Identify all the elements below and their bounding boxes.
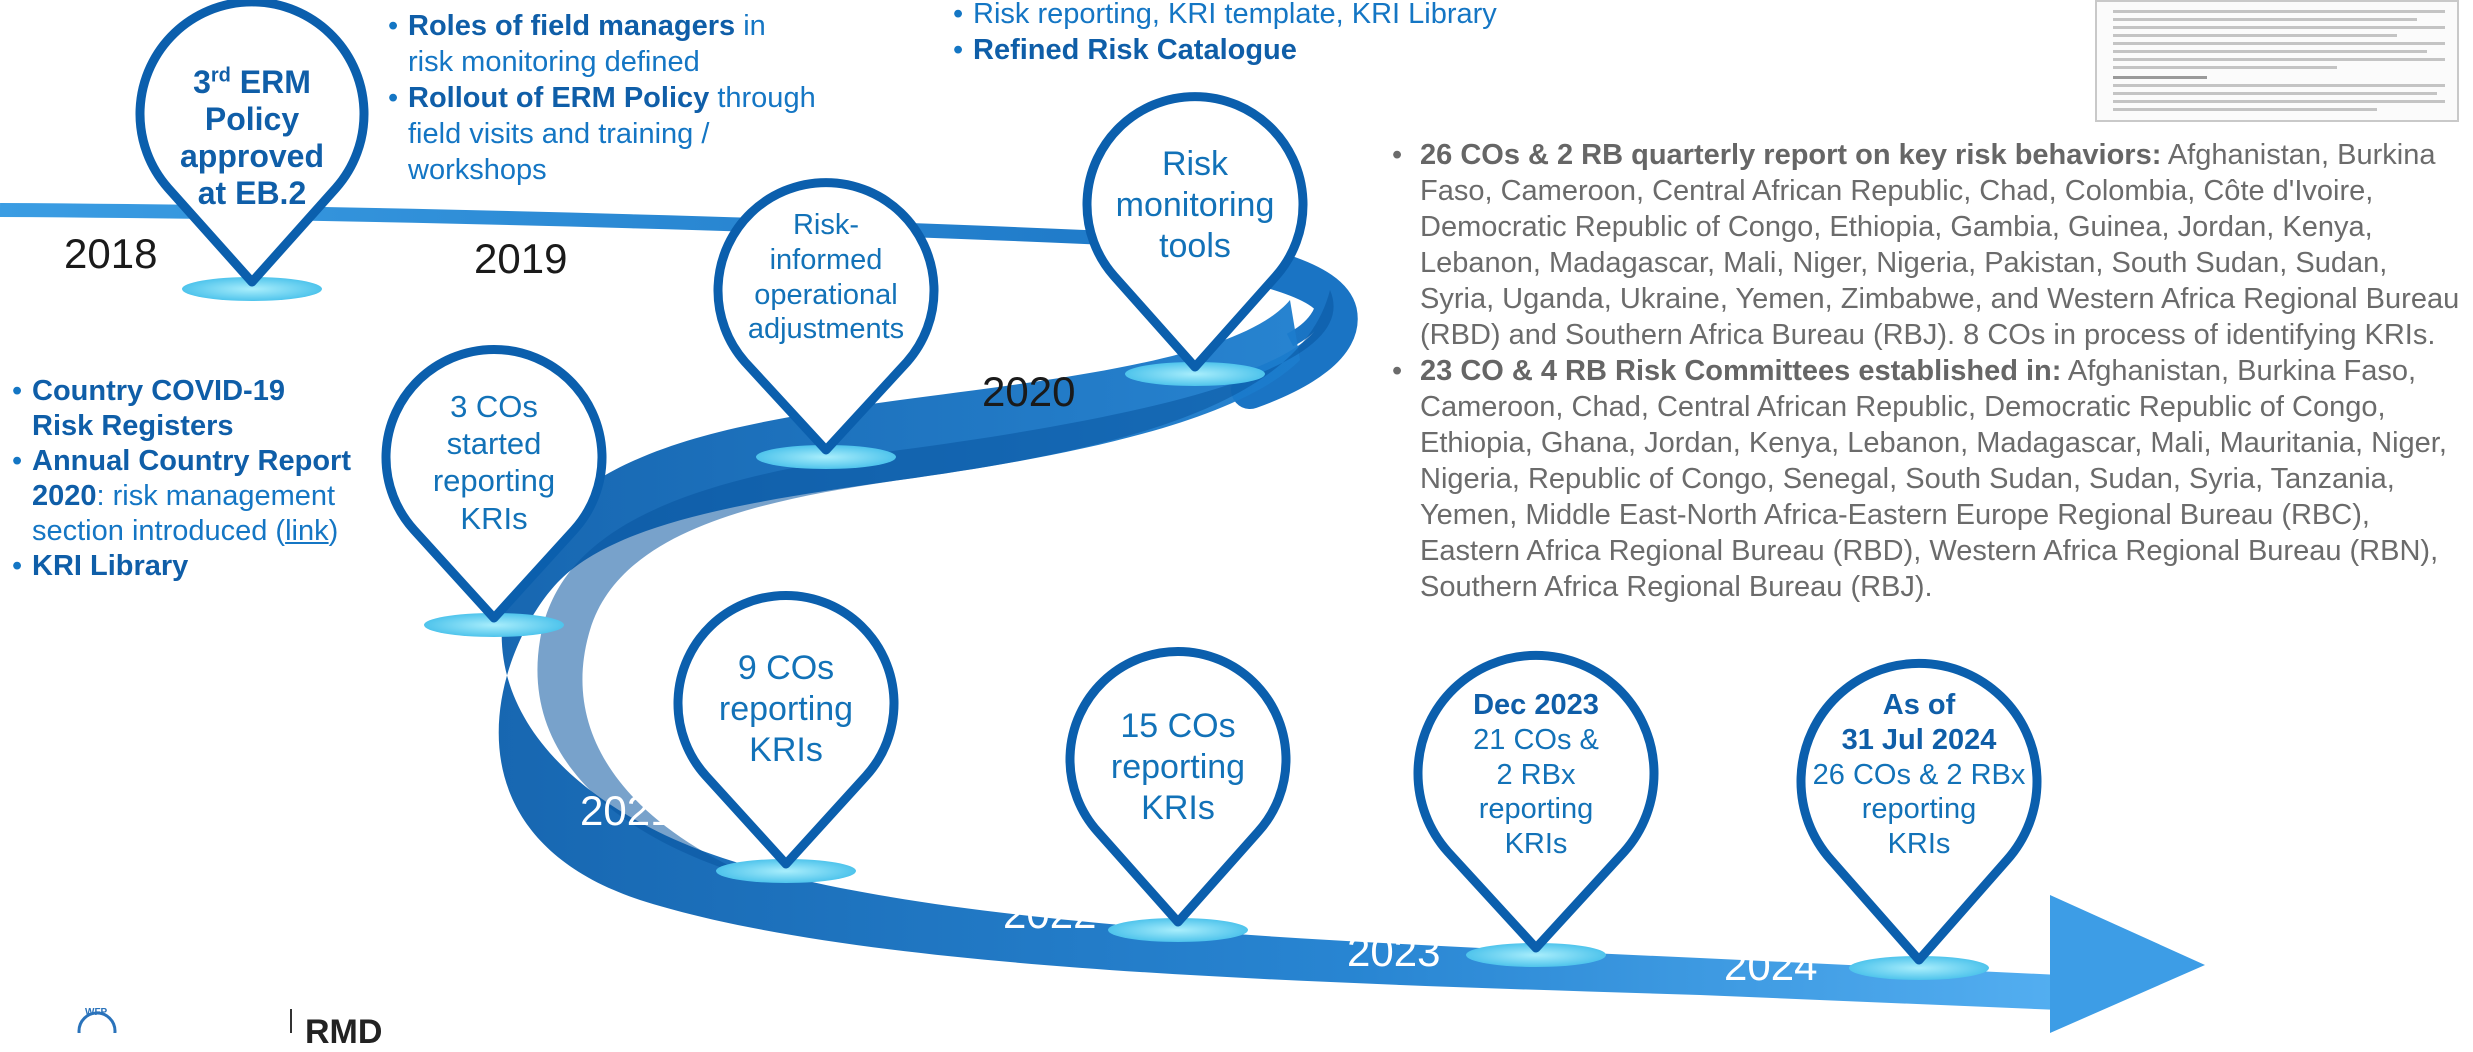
wfp-rmd-logo: WFP RMD (55, 1005, 395, 1051)
year-label: 2018 (64, 230, 158, 277)
year-label: 2019 (474, 235, 568, 282)
pin-line: Policy (204, 101, 300, 138)
svg-text:WFP: WFP (85, 1007, 108, 1018)
pin-dec-2023: Dec 2023 21 COs & 2 RBx reporting KRIs (1426, 688, 1646, 862)
pin-line: 15 COs (1120, 707, 1236, 745)
pin-heading: 31 Jul 2024 (1841, 723, 1997, 756)
bullet-item: 23 CO & 4 RB Risk Committees established… (1392, 353, 2467, 605)
year-label: 2024 (1724, 942, 1818, 989)
pin-9-cos: 9 COs reporting KRIs (686, 648, 886, 770)
pin-line: reporting (1861, 793, 1977, 826)
pin-heading: Dec 2023 (1473, 689, 1599, 721)
pin-line: 21 COs & (1473, 723, 1599, 756)
year-label: 2021 (580, 787, 674, 834)
pin-base (1108, 918, 1248, 942)
year-label: 2023 (1347, 928, 1441, 975)
pin-line: Risk- (792, 209, 860, 241)
pin-base (1849, 956, 1989, 980)
bullet-item: Risk reporting, KRI template, KRI Librar… (953, 0, 1653, 32)
pin-heading: As of (1882, 689, 1956, 721)
bullets-2020: Risk reporting, KRI template, KRI Librar… (953, 0, 1653, 68)
bullet-item: Roles of field managers in risk monitori… (388, 8, 818, 80)
pin-line: KRIs (1504, 828, 1568, 861)
report-link[interactable]: link (285, 515, 329, 547)
pin-line: KRIs (749, 730, 823, 769)
pin-marker (713, 178, 939, 455)
bullets-2021: Country COVID-19 Risk Registers Annual C… (12, 374, 352, 584)
pin-line: KRIs (460, 500, 528, 536)
pin-15-cos: 15 COs reporting KRIs (1078, 706, 1278, 828)
pin-base (756, 445, 896, 469)
bullet-item: KRI Library (12, 549, 352, 584)
pin-marker (1065, 646, 1291, 927)
risk-committees-text: 26 COs & 2 RB quarterly report on key ri… (1392, 137, 2467, 605)
pin-risk-monitoring: Risk monitoring tools (1095, 144, 1295, 266)
pin-marker (1082, 92, 1308, 372)
pin-line: reporting (1110, 747, 1246, 786)
pin-3-cos: 3 COs started reporting KRIs (394, 388, 594, 537)
pin-marker (1413, 650, 1659, 953)
bullet-item: Refined Risk Catalogue (953, 32, 1653, 68)
pin-line: reporting (718, 689, 854, 728)
pin-line: 3 COs (450, 389, 538, 424)
document-thumbnail (2095, 0, 2459, 122)
pin-base (1125, 362, 1265, 386)
pin-risk-informed: Risk- informed operational adjustments (726, 208, 926, 347)
pin-line: started (446, 426, 542, 462)
bullets-2019: Roles of field managers in risk monitori… (388, 8, 818, 188)
pin-line: operational (754, 278, 898, 311)
pin-line: approved (179, 138, 325, 175)
pin-line: monitoring (1115, 185, 1275, 224)
pin-erm-policy: 3rd ERM Policy approved at EB.2 (140, 64, 364, 212)
bullet-item: Annual Country Report 2020: risk managem… (12, 444, 352, 549)
pin-marker (381, 344, 607, 623)
pin-line: 3rd ERM (193, 64, 311, 100)
pin-line: KRIs (1141, 788, 1215, 827)
pin-line: reporting (432, 463, 556, 499)
pin-jul-2024: As of 31 Jul 2024 26 COs & 2 RBx reporti… (1789, 688, 2049, 862)
pin-line: reporting (1478, 793, 1594, 826)
bullet-item: Rollout of ERM Policy through field visi… (388, 80, 818, 188)
pin-line: KRIs (1887, 828, 1951, 861)
pin-line: 26 COs & 2 RBx (1812, 758, 2026, 791)
pin-line: at EB.2 (197, 175, 307, 212)
pin-line: informed (769, 243, 883, 276)
pin-base (1466, 943, 1606, 967)
pin-marker (673, 590, 899, 869)
year-label: 2020 (982, 368, 1076, 415)
year-label: 2022 (1003, 890, 1097, 937)
pin-base (716, 859, 856, 883)
pin-marker (135, 0, 369, 287)
pin-marker (1796, 658, 2042, 965)
pin-line: Risk (1161, 145, 1229, 183)
arrow-head (2050, 895, 2205, 1033)
pin-base (182, 277, 322, 301)
bullet-item: Country COVID-19 Risk Registers (12, 374, 352, 444)
pin-base (424, 613, 564, 637)
pin-line: tools (1159, 226, 1231, 265)
pin-line: 2 RBx (1496, 758, 1576, 791)
pin-line: 9 COs (737, 649, 835, 687)
bullet-item: 26 COs & 2 RB quarterly report on key ri… (1392, 137, 2467, 353)
pin-line: adjustments (747, 313, 905, 346)
